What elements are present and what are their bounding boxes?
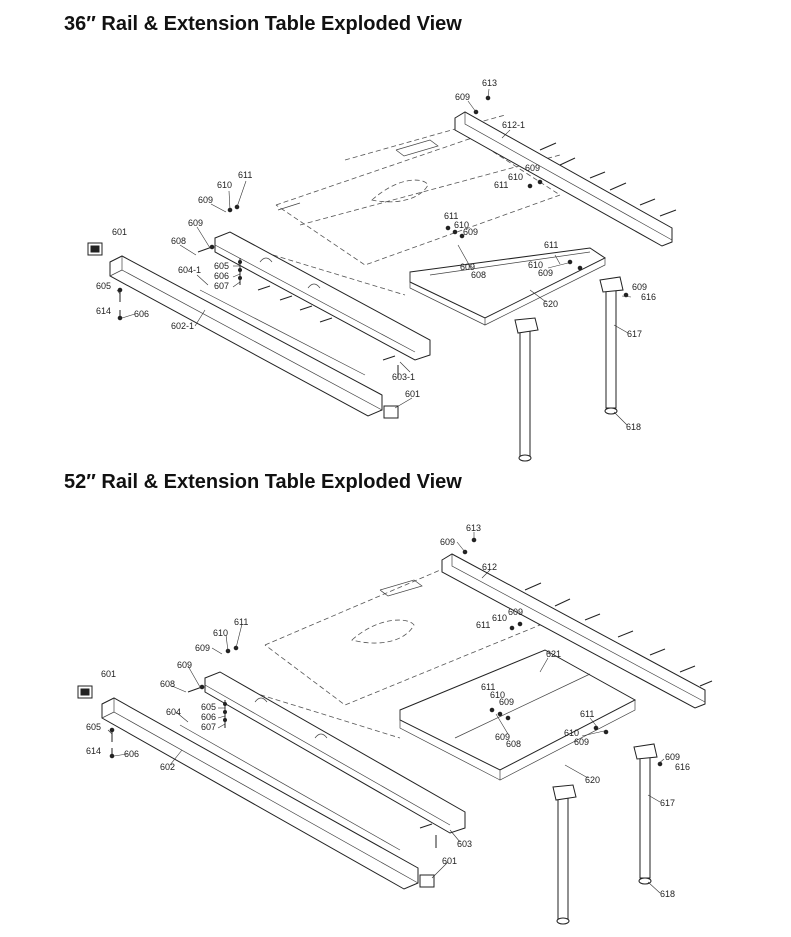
extension-table-621 (399, 649, 637, 771)
label: 609 (195, 643, 210, 653)
label: 609 (632, 282, 647, 292)
diagram-36: 613 609 612-1 609 610 611 611 610 609 60… (87, 78, 677, 462)
label: 613 (466, 523, 481, 533)
label: 610 (217, 180, 232, 190)
label: 618 (660, 889, 675, 899)
label: 609 (574, 737, 589, 747)
label: 601 (112, 227, 127, 237)
front-rail-602 (109, 255, 383, 417)
bolt-set (117, 95, 677, 378)
rear-rail-612 (441, 553, 706, 709)
label: 611 (444, 211, 458, 221)
label: 617 (627, 329, 642, 339)
label: 612 (482, 562, 497, 572)
label: 603-1 (392, 372, 415, 382)
label: 608 (160, 679, 175, 689)
end-cap-601-right (419, 874, 435, 888)
label: 608 (506, 739, 521, 749)
leader-lines (116, 88, 632, 426)
label: 605 (201, 702, 216, 712)
label: 609 (455, 92, 470, 102)
label: 616 (675, 762, 690, 772)
label: 610 (454, 220, 469, 230)
leg-rear-617 (633, 743, 658, 885)
label: 611 (238, 170, 252, 180)
bolt-set (109, 537, 713, 848)
label: 610 (213, 628, 228, 638)
front-rail-602 (101, 697, 419, 890)
part-labels-36: 613 609 612-1 609 610 611 611 610 609 60… (96, 78, 656, 432)
extension-table-620 (409, 247, 606, 326)
label: 621 (546, 649, 561, 659)
label: 609 (495, 732, 510, 742)
label: 610 (508, 172, 523, 182)
label: 609 (460, 262, 475, 272)
label: 606 (134, 309, 149, 319)
part-labels-52: 613 609 612 609 610 611 611 610 609 609 … (86, 523, 690, 899)
label: 609 (198, 195, 213, 205)
label: 610 (492, 613, 507, 623)
label: 611 (494, 180, 508, 190)
label: 614 (86, 746, 101, 756)
label: 609 (665, 752, 680, 762)
label: 617 (660, 798, 675, 808)
label: 613 (482, 78, 497, 88)
label: 604 (166, 707, 181, 717)
label: 609 (499, 697, 514, 707)
label: 601 (442, 856, 457, 866)
label: 614 (96, 306, 111, 316)
label: 603 (457, 839, 472, 849)
diagram-52: 613 609 612 609 610 611 611 610 609 609 … (77, 523, 713, 925)
label: 610 (528, 260, 543, 270)
label: 601 (101, 669, 116, 679)
label: 604-1 (178, 265, 201, 275)
label: 605 (96, 281, 111, 291)
extension-table-620 (399, 700, 636, 781)
label: 616 (641, 292, 656, 302)
label: 606 (201, 712, 216, 722)
rear-rail-612 (454, 111, 673, 247)
label: 608 (171, 236, 186, 246)
label: 602-1 (171, 321, 194, 331)
leg-front (552, 784, 577, 925)
main-table-outline (249, 114, 561, 296)
leg-rear-617 (599, 276, 624, 415)
rail-bracket-603 (214, 231, 431, 361)
label: 620 (585, 775, 600, 785)
label: 610 (564, 728, 579, 738)
label: 605 (86, 722, 101, 732)
label: 605 (214, 261, 229, 271)
label: 609 (538, 268, 553, 278)
label: 620 (543, 299, 558, 309)
label: 610 (490, 690, 505, 700)
label: 609 (188, 218, 203, 228)
label: 602 (160, 762, 175, 772)
label: 609 (463, 227, 478, 237)
leg-front (514, 317, 539, 462)
label: 611 (544, 240, 558, 250)
label: 611 (580, 709, 594, 719)
label: 606 (124, 749, 139, 759)
label: 608 (471, 270, 486, 280)
label: 606 (214, 271, 229, 281)
end-cap-601-right (383, 405, 399, 419)
label: 618 (626, 422, 641, 432)
label: 611 (476, 620, 490, 630)
label: 612-1 (502, 120, 525, 130)
leader-lines (107, 532, 665, 894)
diagram-title-52: 52″ Rail & Extension Table Exploded View (64, 471, 462, 493)
label: 609 (177, 660, 192, 670)
label: 611 (234, 617, 248, 627)
label: 607 (214, 281, 229, 291)
rail-bracket-603 (204, 671, 466, 834)
label: 609 (525, 163, 540, 173)
label: 607 (201, 722, 216, 732)
label: 601 (405, 389, 420, 399)
label: 609 (508, 607, 523, 617)
label: 609 (440, 537, 455, 547)
label: 611 (481, 682, 495, 692)
diagram-title-36: 36″ Rail & Extension Table Exploded View (64, 13, 462, 35)
